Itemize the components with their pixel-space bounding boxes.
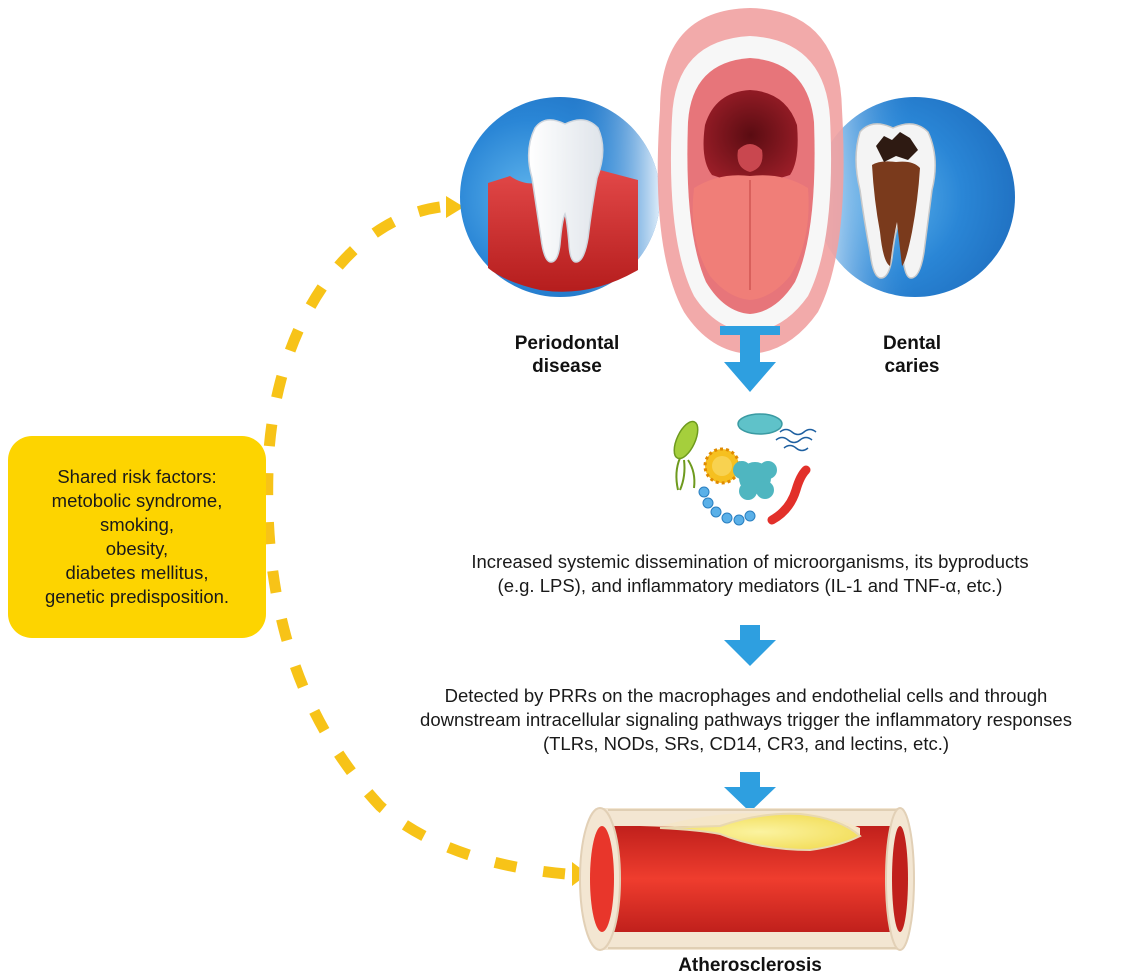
microorganisms-icon [669, 414, 816, 525]
dissemination-line-2: (e.g. LPS), and inflammatory mediators (… [350, 574, 1146, 598]
detection-line-3: (TLRs, NODs, SRs, CD14, CR3, and lectins… [348, 732, 1144, 756]
risk-line-4: diabetes mellitus, [66, 561, 209, 585]
healthy-tooth-icon [460, 97, 660, 297]
risk-line-3: obesity, [106, 537, 168, 561]
label-atherosclerosis: Atherosclerosis [640, 954, 860, 977]
label-periodontal-line-2: disease [492, 355, 642, 378]
label-caries-line-2: caries [842, 355, 982, 378]
risk-line-2: smoking, [100, 513, 174, 537]
detection-line-1: Detected by PRRs on the macrophages and … [348, 684, 1144, 708]
step-detection-text: Detected by PRRs on the macrophages and … [348, 684, 1144, 756]
risk-line-title: Shared risk factors: [57, 465, 216, 489]
artery-plaque-icon [580, 808, 914, 950]
arrow-step-1 [724, 625, 776, 666]
shared-risk-factors-box: Shared risk factors: metobolic syndrome,… [8, 436, 266, 638]
arrow-step-2 [724, 772, 776, 812]
open-mouth-icon [658, 8, 844, 354]
risk-line-1: metobolic syndrome, [52, 489, 223, 513]
dissemination-line-1: Increased systemic dissemination of micr… [350, 550, 1146, 574]
dashed-curve [268, 207, 566, 874]
label-periodontal-disease: Periodontal disease [492, 332, 642, 378]
label-caries-line-1: Dental [842, 332, 982, 355]
decayed-tooth-icon [815, 97, 1015, 297]
detection-line-2: downstream intracellular signaling pathw… [348, 708, 1144, 732]
step-dissemination-text: Increased systemic dissemination of micr… [350, 550, 1146, 598]
label-dental-caries: Dental caries [842, 332, 982, 378]
risk-line-5: genetic predisposition. [45, 585, 229, 609]
label-periodontal-line-1: Periodontal [492, 332, 642, 355]
